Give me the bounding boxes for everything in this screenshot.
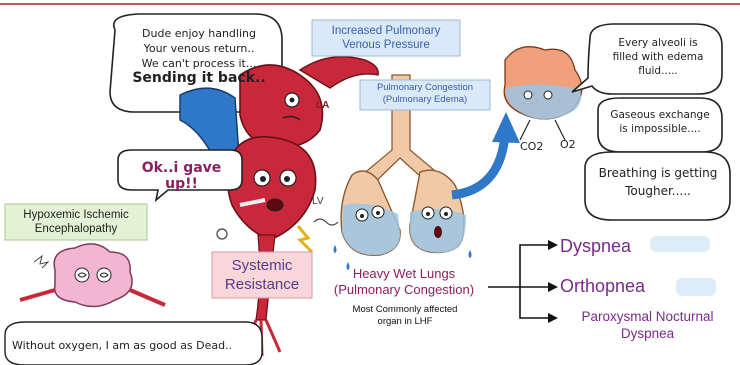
symptom-arrowheads (548, 240, 558, 323)
alveoli-line-1: Every alveoli is (596, 36, 720, 50)
alveoli-fluid (506, 84, 581, 119)
pulm-congestion-line-2: (Pulmonary Edema) (360, 94, 490, 106)
lhf-note-line-1: Most Commonly affected (330, 304, 480, 316)
systemic-line-2: Resistance (212, 275, 312, 294)
o2-label: O2 (560, 138, 576, 151)
increased-pressure-line-2: Venous Pressure (312, 38, 460, 52)
la-label: LA (316, 100, 329, 111)
breathing-line-1: Breathing is getting (588, 164, 728, 182)
symptom-orthopnea: Orthopnea (560, 276, 645, 297)
symptom-pnd-line-2: Dyspnea (560, 325, 735, 342)
alveoli-bubble-text: Every alveoli is filled with edema fluid… (596, 36, 720, 78)
symptom-pnd: Paroxysmal Nocturnal Dyspnea (560, 308, 735, 342)
symptom-dyspnea: Dyspnea (560, 236, 631, 257)
heavy-wet-lungs-label: Heavy Wet Lungs (Pulmonary Congestion) (318, 266, 490, 298)
gaseous-bubble-text: Gaseous exchange is impossible.... (600, 108, 720, 136)
dude-line-3: We can't process it... (118, 56, 280, 71)
arrow-to-alveoli (452, 135, 505, 195)
pulm-congestion-line-1: Pulmonary Congestion (360, 82, 490, 94)
increased-pressure-label: Increased Pulmonary Venous Pressure (312, 24, 460, 52)
dude-line-2: Your venous return.. (118, 41, 280, 56)
gave-up-text: Ok..i gave up!! (124, 160, 239, 192)
lhf-note: Most Commonly affected organ in LHF (330, 304, 480, 328)
heavy-wet-lungs-line-1: Heavy Wet Lungs (318, 266, 490, 282)
alveoli-line-3: fluid..... (596, 64, 720, 78)
breathing-line-2: Tougher..... (588, 182, 728, 200)
systemic-resistance-label: Systemic Resistance (212, 256, 312, 294)
heavy-wet-lungs-line-2: (Pulmonary Congestion) (318, 282, 490, 298)
hypoxemic-line-1: Hypoxemic Ischemic (5, 208, 147, 222)
alveoli-line-2: filled with edema (596, 50, 720, 64)
systemic-line-1: Systemic (212, 256, 312, 275)
symptom-branch-lines (488, 245, 552, 318)
co2-label: CO2 (520, 140, 543, 153)
lightning-icon (298, 226, 312, 252)
hypoxemic-label: Hypoxemic Ischemic Encephalopathy (5, 208, 147, 236)
gaseous-line-2: is impossible.... (600, 122, 720, 136)
symptom-pnd-line-1: Paroxysmal Nocturnal (560, 308, 735, 325)
lhf-note-line-2: organ in LHF (330, 316, 480, 328)
brain-icon (54, 244, 132, 307)
breathing-bubble-text: Breathing is getting Tougher..... (588, 164, 728, 200)
dude-line-4: Sending it back.. (118, 71, 280, 86)
pulmonary-congestion-label: Pulmonary Congestion (Pulmonary Edema) (360, 82, 490, 106)
gaseous-line-1: Gaseous exchange (600, 108, 720, 122)
lv-label: LV (312, 196, 324, 207)
dude-bubble-text: Dude enjoy handling Your venous return..… (118, 26, 280, 86)
left-ventricle (228, 137, 316, 240)
hypoxemic-line-2: Encephalopathy (5, 222, 147, 236)
without-oxygen-text: Without oxygen, I am as good as Dead.. (12, 339, 232, 352)
dude-line-1: Dude enjoy handling (118, 26, 280, 41)
increased-pressure-line-1: Increased Pulmonary (312, 24, 460, 38)
